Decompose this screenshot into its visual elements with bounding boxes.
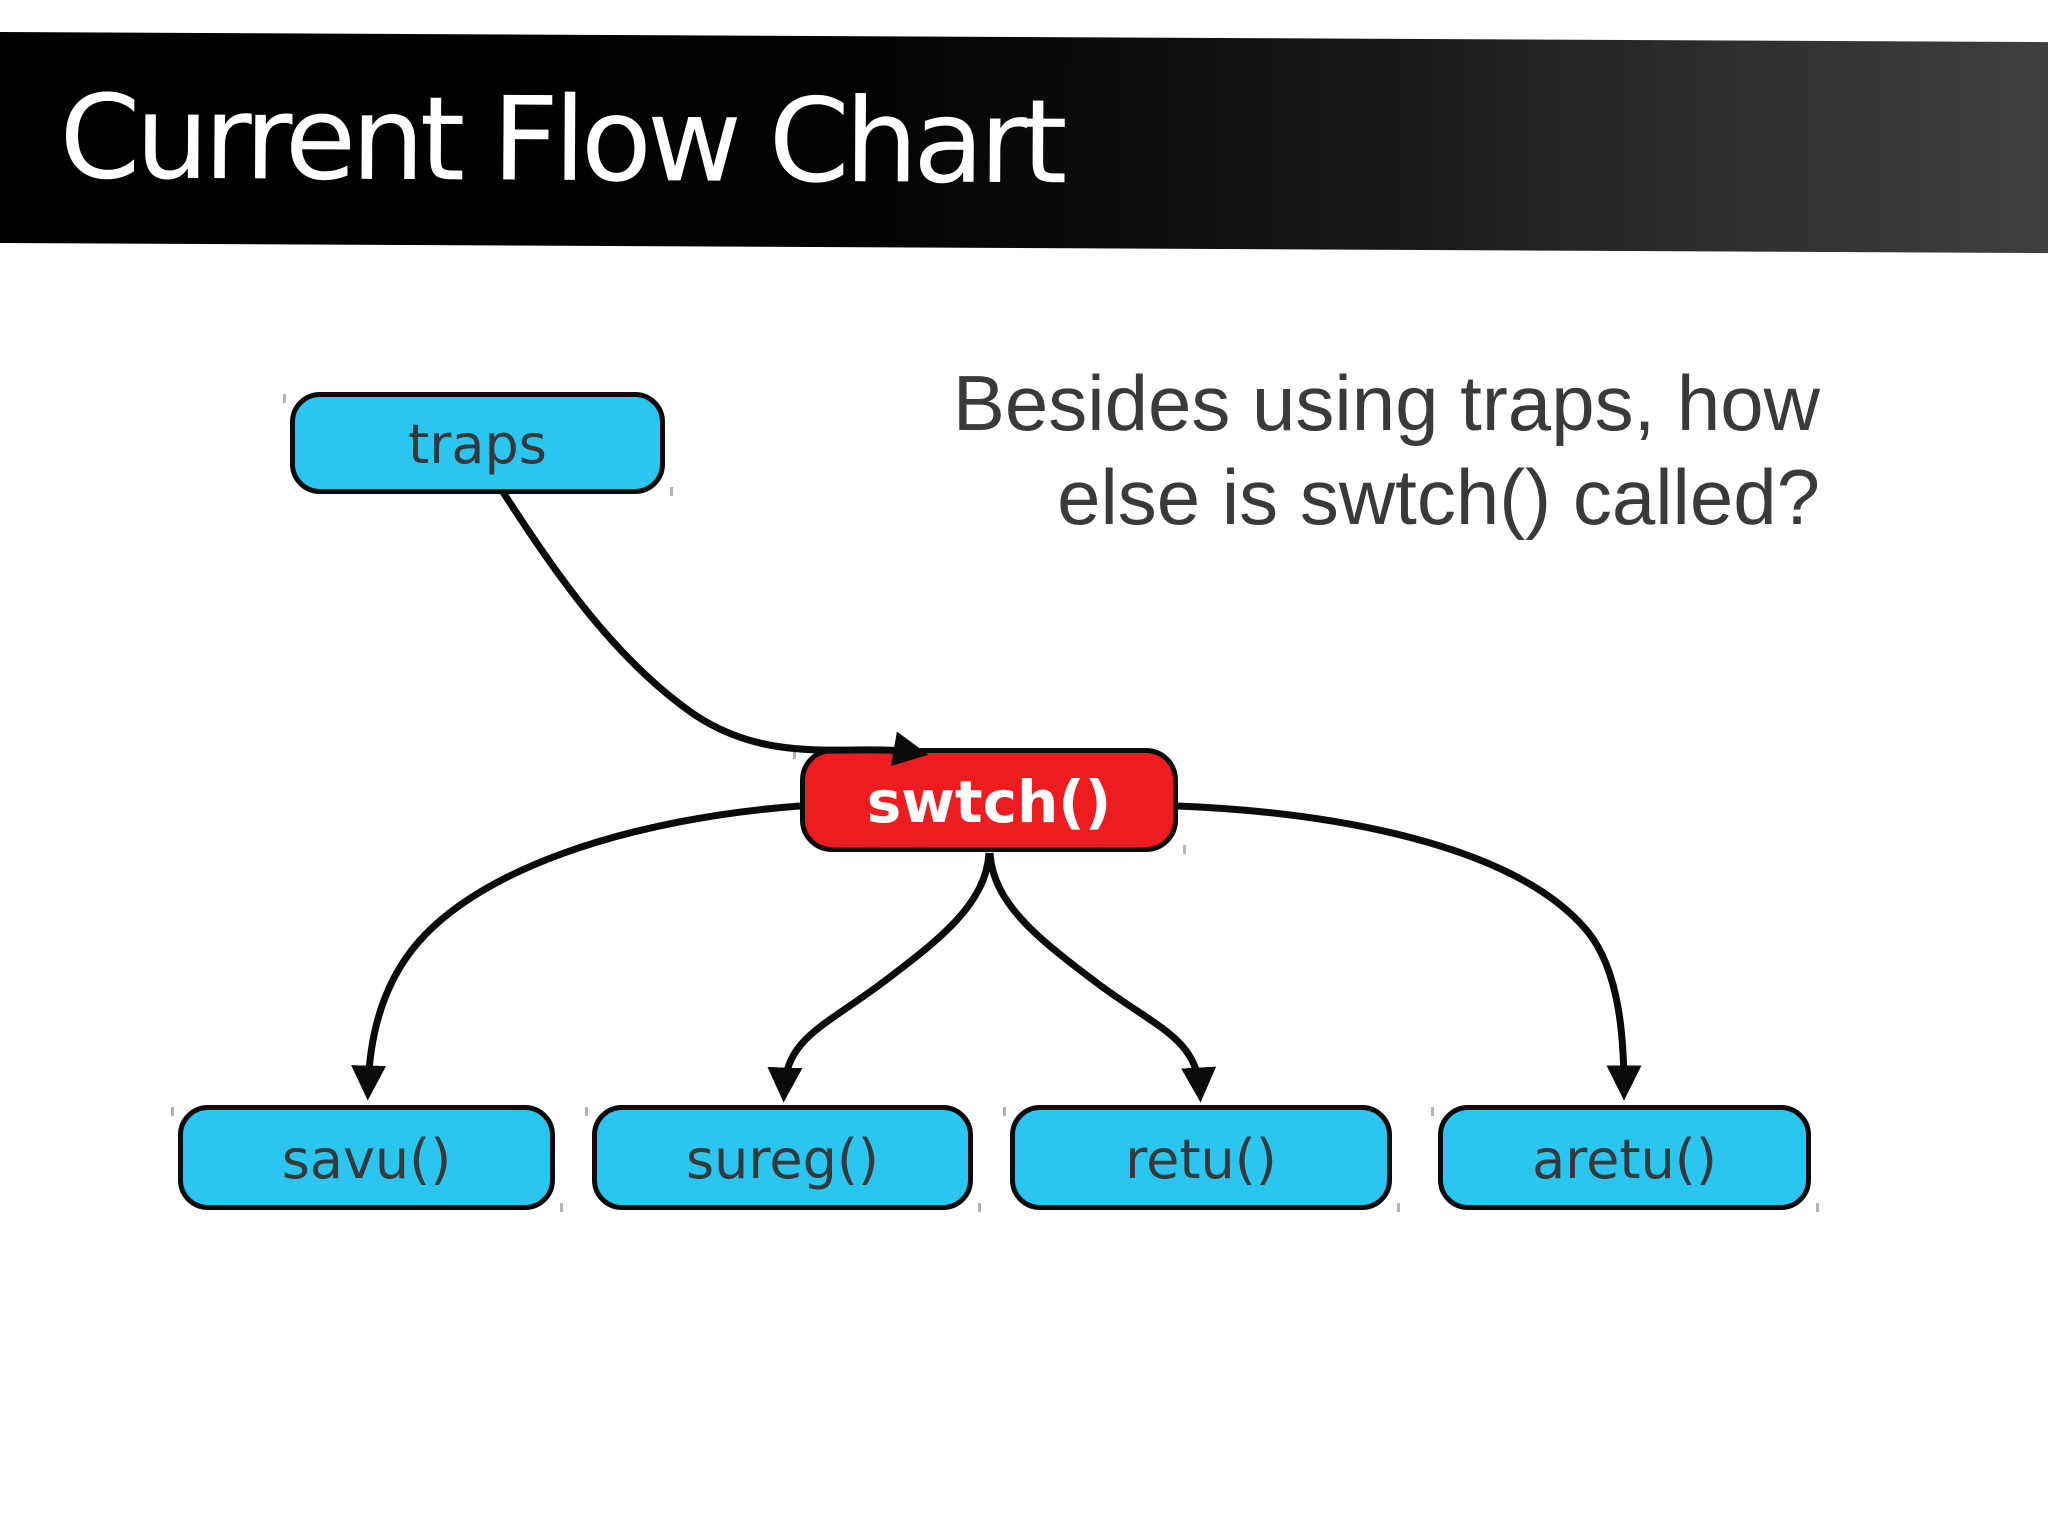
edge-swtch-to-aretu [1177, 802, 1642, 1101]
edge-swtch-to-retu [986, 852, 1217, 1103]
node-aretu-label: aretu() [1532, 1127, 1717, 1191]
node-savu-label: savu() [281, 1127, 452, 1191]
node-sureg-label: sureg() [685, 1127, 879, 1191]
slide-title: Current Flow Chart [59, 70, 1063, 211]
node-traps: traps [283, 392, 673, 496]
slide-header-bar: Current Flow Chart [0, 32, 2048, 254]
node-sureg: sureg() [585, 1105, 981, 1212]
node-swtch-label: swtch() [866, 768, 1112, 836]
question-line-2: else is swtch() called? [1057, 453, 1820, 541]
node-savu: savu() [171, 1105, 563, 1212]
question-text: Besides using traps, how else is swtch()… [953, 356, 1820, 544]
edge-swtch-to-savu [351, 802, 801, 1101]
node-swtch: swtch() [793, 748, 1186, 854]
node-aretu: aretu() [1431, 1105, 1819, 1212]
node-traps-label: traps [408, 413, 547, 476]
node-retu-label: retu() [1125, 1127, 1277, 1191]
node-retu: retu() [1003, 1105, 1400, 1212]
edge-swtch-to-sureg [767, 852, 993, 1103]
edge-traps-to-swtch [500, 490, 929, 767]
question-line-1: Besides using traps, how [952, 359, 1820, 447]
